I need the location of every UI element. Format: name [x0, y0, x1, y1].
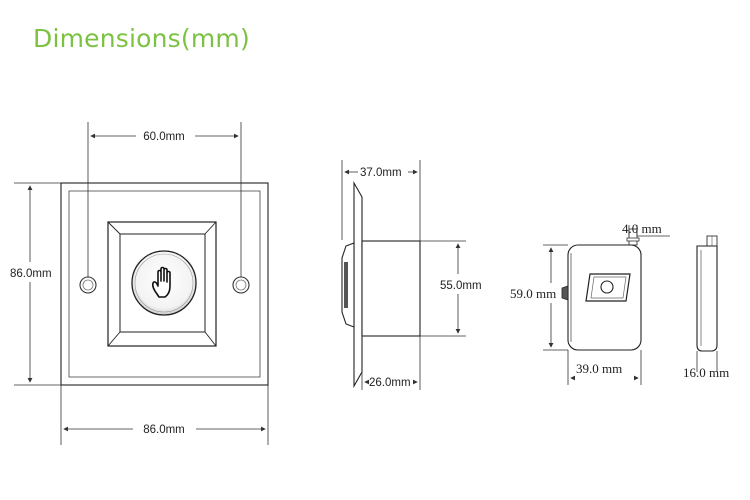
- side-view: 37.0mm 55.0mm 26.0mm: [341, 160, 482, 390]
- front-plate-bevel: [68, 190, 261, 378]
- bracket-side-view: 16.0 mm: [683, 235, 729, 380]
- hand-icon: [151, 266, 171, 298]
- dim-bracket-tab-label: 4.0 mm: [622, 221, 662, 236]
- screw-hole-left: [79, 276, 97, 294]
- side-body: [361, 240, 421, 337]
- dim-side-depth-label: 37.0mm: [360, 167, 402, 179]
- dim-hole-spacing-label: 60.0mm: [143, 131, 185, 143]
- dim-bracket-height-label: 59.0 mm: [510, 286, 556, 301]
- dim-front-height-label: 86.0mm: [10, 268, 52, 280]
- dim-bracket-width-label: 39.0 mm: [576, 361, 622, 376]
- front-view: 60.0mm 86.0mm 86.0mm: [10, 122, 269, 445]
- bracket-side-body: [696, 245, 718, 352]
- dim-side-height-label: 55.0mm: [440, 280, 482, 292]
- dim-bracket-thickness-label: 16.0 mm: [683, 365, 729, 380]
- bracket-view: 4.0 mm 59.0 mm 39.0 mm: [510, 221, 670, 385]
- dim-side-body-depth-label: 26.0mm: [369, 377, 411, 389]
- dim-front-width-label: 86.0mm: [143, 424, 185, 436]
- screw-hole-right: [232, 276, 250, 294]
- side-plate: [353, 180, 363, 389]
- page-title: Dimensions(mm): [33, 24, 250, 53]
